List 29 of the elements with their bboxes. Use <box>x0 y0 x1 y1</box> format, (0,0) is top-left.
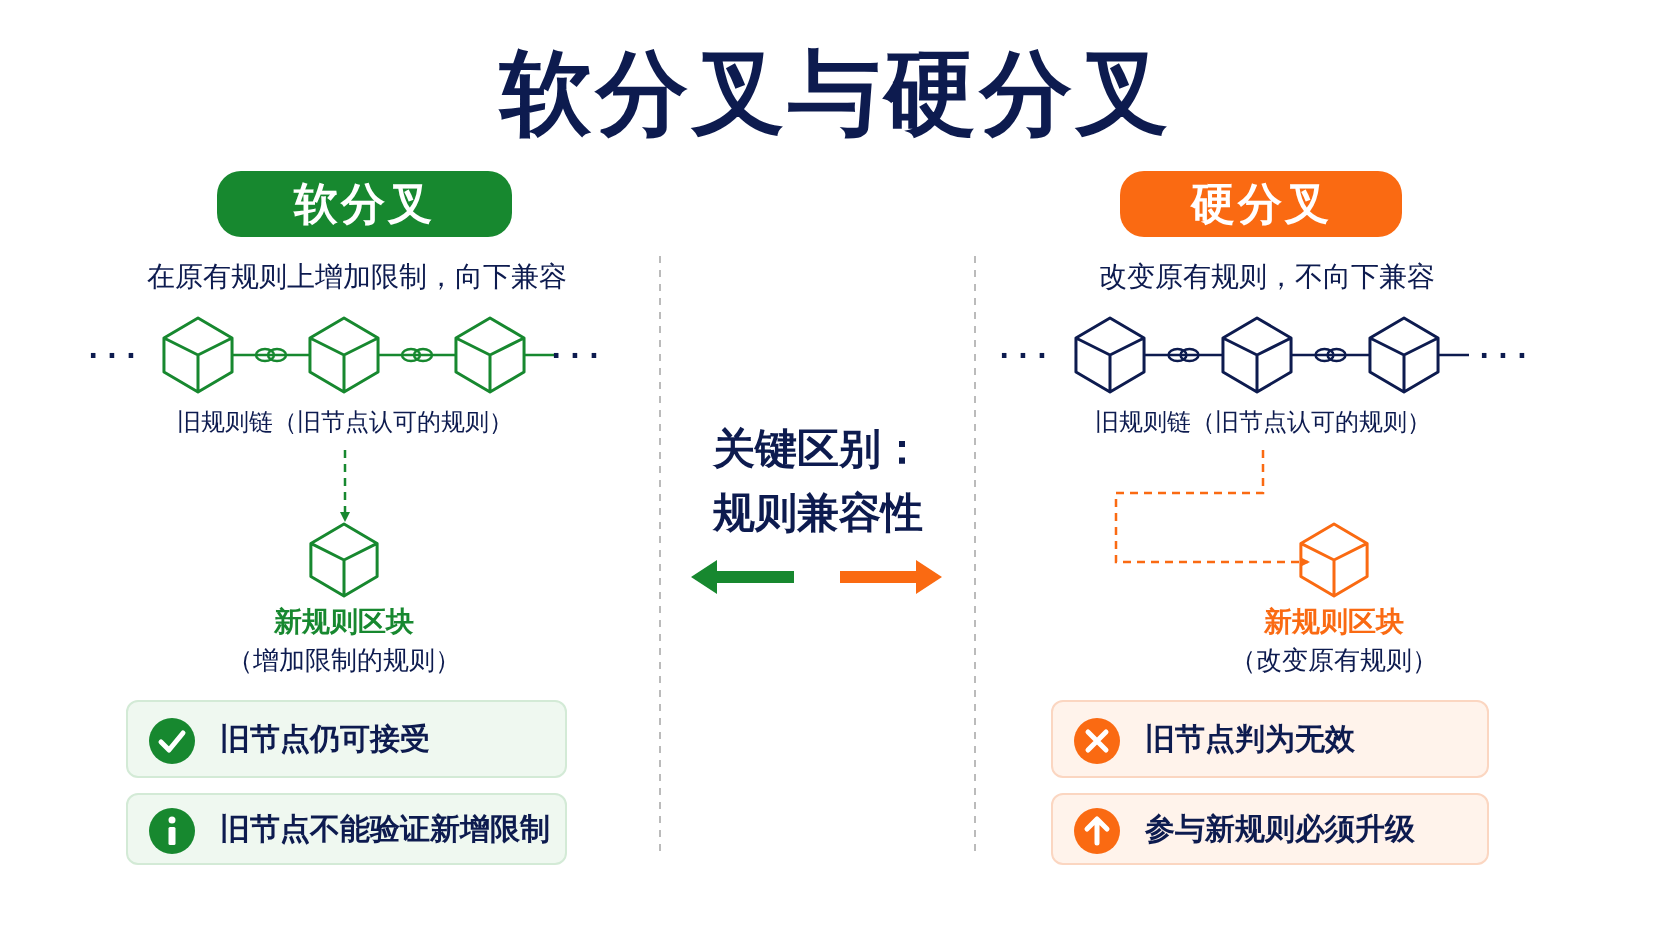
title: 软分叉与硬分叉 <box>497 39 1173 149</box>
block-title: 新规则区块 <box>273 604 415 640</box>
note-text: 旧节点不能验证新增限制 <box>220 809 550 848</box>
chain-caption: 旧规则链（旧节点认可的规则） <box>140 404 550 440</box>
tag-pill: 软分叉 <box>217 171 512 237</box>
note-text: 旧节点仍可接受 <box>220 719 430 758</box>
block-title: 新规则区块 <box>1263 604 1405 640</box>
note-text: 参与新规则必须升级 <box>1145 809 1415 848</box>
note-box <box>1051 793 1489 865</box>
arrow <box>1114 450 1310 567</box>
ellipsis: · · · <box>998 340 1048 373</box>
chain-caption: 旧规则链（旧节点认可的规则） <box>1053 404 1473 440</box>
ellipsis: · · · <box>550 340 600 373</box>
block-cube <box>306 522 382 598</box>
heading: 关键区别： <box>711 423 924 475</box>
arrow <box>340 450 350 522</box>
subtitle: 在原有规则上增加限制，向下兼容 <box>146 259 568 295</box>
note-box <box>126 700 567 778</box>
block-cube <box>1296 522 1372 598</box>
note-box <box>1051 700 1489 778</box>
heading: 规则兼容性 <box>711 487 924 539</box>
tag-pill: 硬分叉 <box>1120 171 1402 237</box>
subtitle: 改变原有规则，不向下兼容 <box>1098 259 1436 295</box>
ellipsis: · · · <box>87 340 137 373</box>
note-text: 旧节点判为无效 <box>1145 719 1355 758</box>
block-caption: （改变原有规则） <box>1229 643 1439 677</box>
ellipsis: · · · <box>1478 340 1528 373</box>
block-caption: （增加限制的规则） <box>226 643 462 677</box>
note-box <box>126 793 567 865</box>
